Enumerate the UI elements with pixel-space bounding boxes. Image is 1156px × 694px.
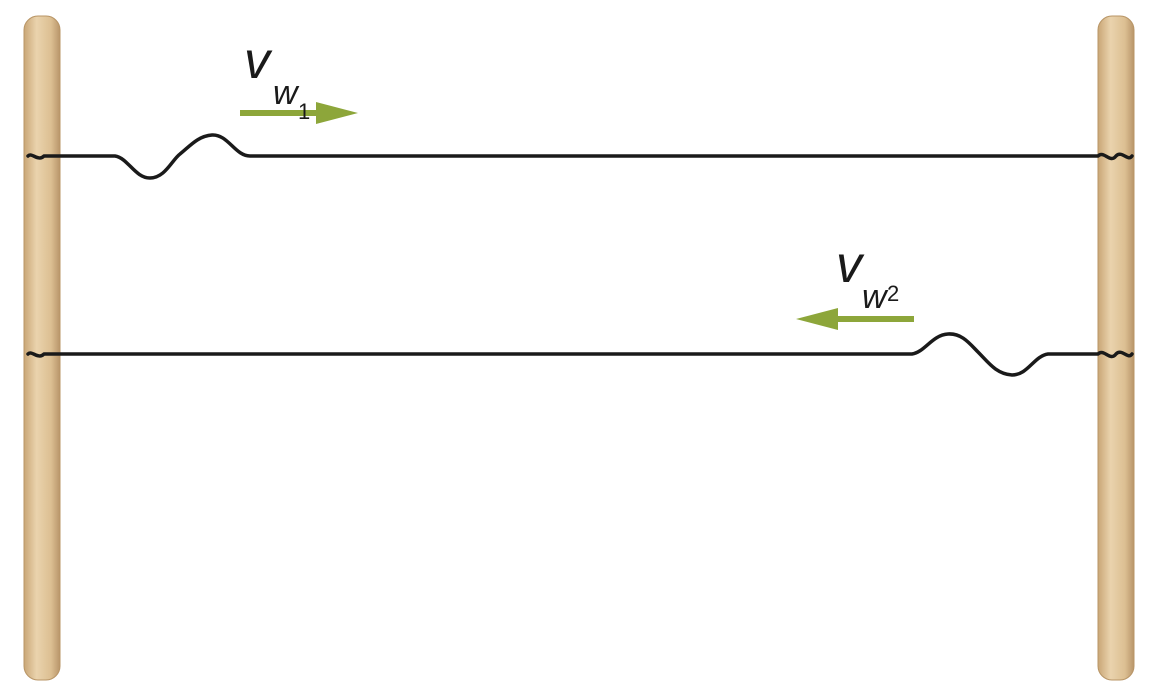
top-velocity-subsub: 1 (298, 99, 310, 124)
bottom-velocity-subsub: 2 (887, 281, 899, 306)
top-velocity-symbol: v (244, 32, 273, 90)
bottom-arrow-head (796, 308, 838, 330)
top-string-pulse: v w 1 (26, 32, 1134, 180)
right-post-body (1097, 15, 1135, 681)
bottom-arrow (796, 308, 914, 330)
left-post-body (23, 15, 61, 681)
bottom-velocity-label: v w 2 (836, 236, 899, 316)
top-velocity-sub: w (273, 74, 300, 112)
bottom-velocity-sub: w (862, 278, 889, 316)
right-post (1097, 15, 1135, 681)
bottom-velocity-symbol: v (836, 236, 865, 294)
left-post (23, 15, 61, 681)
bottom-string-pulse: v w 2 (26, 236, 1134, 377)
top-arrow-head (316, 102, 358, 124)
top-string (26, 133, 1134, 180)
top-velocity-label: v w 1 (244, 32, 310, 124)
top-arrow (240, 102, 358, 124)
bottom-string (26, 332, 1134, 377)
